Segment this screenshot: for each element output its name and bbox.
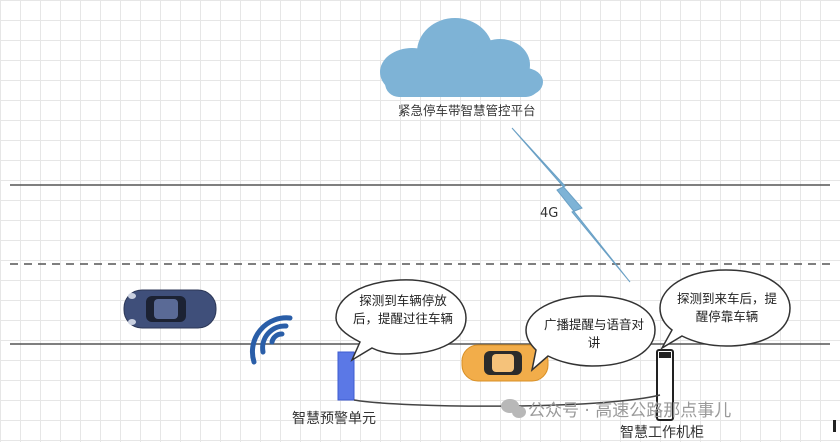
cabinet-top-panel <box>659 352 671 358</box>
cloud-shape <box>380 18 543 97</box>
watermark-text: 公众号 · 高速公路那点事儿 <box>528 396 731 421</box>
bubble-text-detect-incoming: 探测到来车后，提醒停靠车辆 <box>672 290 782 326</box>
corner-marker <box>833 420 836 432</box>
lightning-bolt-icon <box>512 128 630 282</box>
bubble-text-detect-parked: 探测到车辆停放后，提醒过往车辆 <box>350 292 456 328</box>
signal-waves-icon <box>252 318 290 362</box>
cloud-label: 紧急停车带智慧管控平台 <box>398 100 536 119</box>
wechat-icon <box>501 399 526 418</box>
dark-car-icon <box>124 290 216 328</box>
work-cabinet-label: 智慧工作机柜 <box>620 422 704 442</box>
link-label-4g: 4G <box>540 206 558 221</box>
bubble-text-broadcast: 广播提醒与语音对讲 <box>544 316 644 352</box>
warning-unit-label: 智慧预警单元 <box>292 408 376 428</box>
